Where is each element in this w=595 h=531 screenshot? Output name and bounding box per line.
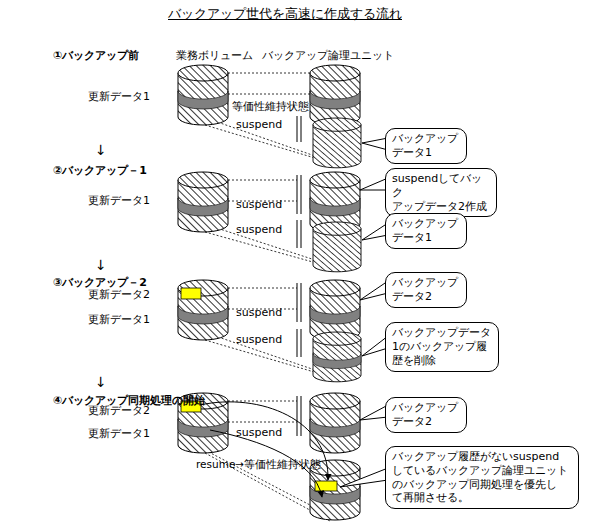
callout-box: バックアップ履歴がないsuspend しているバックアップ論理ユニット のバック… bbox=[385, 446, 579, 509]
diagram-title: バックアップ世代を高速に作成する流れ bbox=[168, 6, 402, 21]
annotation-label: 更新データ2 bbox=[88, 404, 150, 417]
flow-arrow: ↓ bbox=[95, 257, 107, 274]
backup-unit-cylinder bbox=[313, 222, 361, 272]
annotation-label: 更新データ2 bbox=[88, 288, 150, 301]
callout-text: バックアップ履歴がないsuspend しているバックアップ論理ユニット のバック… bbox=[392, 450, 572, 505]
backup-unit-cylinder bbox=[313, 332, 361, 382]
callout-box: バックアップデータ 1のバックアップ履 歴を削除 bbox=[385, 322, 499, 372]
callout-box: バックアップ データ2 bbox=[385, 272, 467, 308]
callout-box: バックアップ データ1 bbox=[385, 128, 467, 164]
business-volume-cylinder bbox=[178, 65, 228, 125]
callout-text: バックアップ データ2 bbox=[392, 276, 460, 304]
suspend-bar bbox=[297, 396, 301, 436]
annotation-label: 更新データ1 bbox=[88, 90, 150, 103]
annotation-label: バックアップ論理ユニット bbox=[262, 49, 394, 62]
callout-box: バックアップ データ2 bbox=[385, 397, 467, 433]
step-heading: ②バックアップ－1 bbox=[53, 164, 147, 177]
step-heading: ①バックアップ前 bbox=[53, 49, 139, 62]
annotation-label: suspend bbox=[236, 118, 282, 131]
flow-arrow: ↓ bbox=[95, 142, 107, 159]
annotation-label: suspend bbox=[236, 198, 282, 211]
backup-unit-cylinder bbox=[310, 65, 360, 125]
annotation-label: 業務ボリューム bbox=[176, 49, 253, 62]
flow-arrow: ↓ bbox=[95, 374, 107, 391]
callout-box: suspendしてバック アップデータ2作成 bbox=[385, 168, 497, 217]
callout-text: suspendしてバック アップデータ2作成 bbox=[392, 172, 490, 213]
backup-unit-cylinder bbox=[310, 280, 360, 340]
backup-unit-cylinder bbox=[310, 393, 360, 453]
callout-text: バックアップデータ 1のバックアップ履 歴を削除 bbox=[392, 326, 492, 367]
callout-text: バックアップ データ2 bbox=[392, 401, 460, 429]
callout-text: バックアップ データ1 bbox=[392, 217, 460, 245]
resume-arrow bbox=[200, 402, 328, 497]
suspend-bar bbox=[297, 175, 301, 248]
update-data-block bbox=[181, 288, 201, 299]
step-heading: ③バックアップ－2 bbox=[53, 276, 147, 289]
annotation-label: suspend bbox=[236, 333, 282, 346]
annotation-label: resume→等価性維持状態 bbox=[196, 458, 321, 471]
callout-text: バックアップ データ1 bbox=[392, 132, 460, 160]
suspend-bar bbox=[297, 283, 301, 357]
business-volume-cylinder bbox=[178, 172, 228, 232]
annotation-label: suspend bbox=[236, 426, 282, 439]
business-volume-cylinder bbox=[178, 280, 228, 340]
callout-tail bbox=[340, 138, 388, 487]
suspend-bar bbox=[297, 116, 301, 142]
annotation-label: 更新データ1 bbox=[88, 194, 150, 207]
backup-unit-cylinder bbox=[313, 118, 361, 168]
callout-box: バックアップ データ1 bbox=[385, 213, 467, 249]
annotation-label: suspend bbox=[236, 223, 282, 236]
annotation-label: 更新データ1 bbox=[88, 313, 150, 326]
annotation-label: suspend bbox=[236, 306, 282, 319]
annotation-label: 更新データ1 bbox=[88, 427, 150, 440]
annotation-label: 等価性維持状態 bbox=[232, 100, 309, 113]
